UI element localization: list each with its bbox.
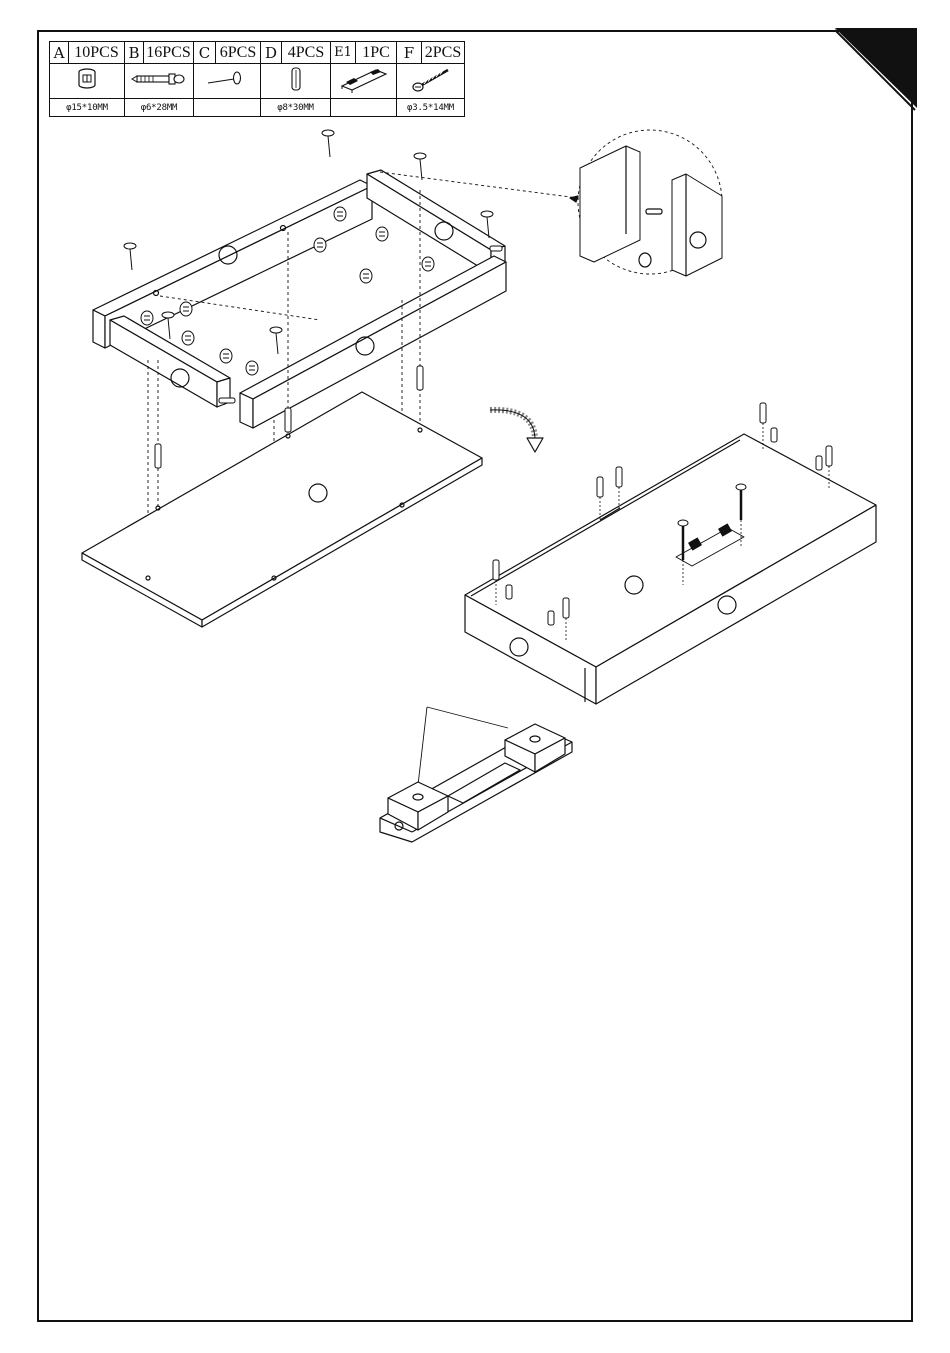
bracket-detail [380, 707, 572, 842]
detail-callout [570, 130, 722, 276]
bottom-board [82, 392, 482, 627]
right-side-panel [367, 170, 505, 274]
assembled-unit [465, 403, 876, 704]
left-side-panel [110, 316, 230, 407]
flip-arrow-icon [490, 410, 543, 452]
exploded-frame [82, 130, 578, 627]
